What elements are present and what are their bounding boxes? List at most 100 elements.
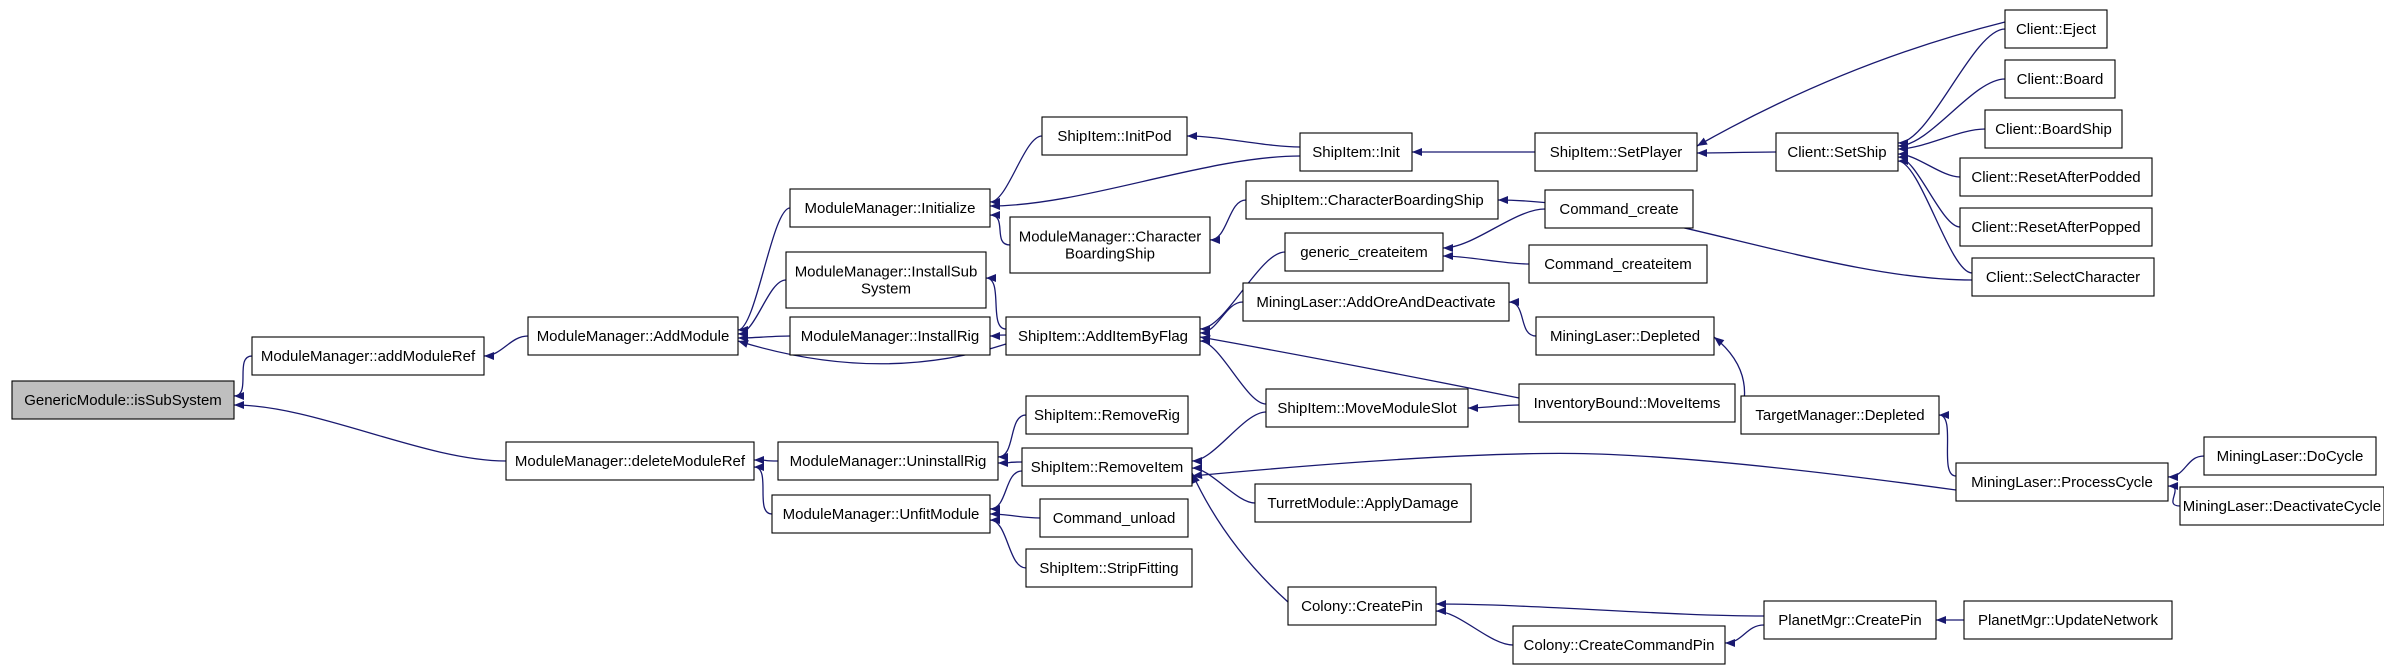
node-box[interactable] <box>2004 59 2116 99</box>
node-TargetDepleted[interactable]: TargetManager::Depleted <box>1740 395 1940 435</box>
node-CommandUnload[interactable]: Command_unload <box>1039 498 1189 538</box>
node-box[interactable] <box>771 494 991 534</box>
node-AddModule[interactable]: ModuleManager::AddModule <box>527 316 739 356</box>
node-ApplyDamage[interactable]: TurretModule::ApplyDamage <box>1254 483 1472 523</box>
node-box[interactable] <box>527 316 739 356</box>
node-box[interactable] <box>251 336 485 376</box>
node-RemoveRig[interactable]: ShipItem::RemoveRig <box>1025 395 1189 435</box>
node-label: ShipItem::RemoveRig <box>1034 407 1180 424</box>
node-box[interactable] <box>1299 132 1413 172</box>
node-RemoveItem[interactable]: ShipItem::RemoveItem <box>1021 447 1193 487</box>
edge-CreateCommandPin-to-ColonyCreatePin <box>1435 607 1514 646</box>
node-SelectCharacter[interactable]: Client::SelectCharacter <box>1971 257 2155 297</box>
node-label: generic_createitem <box>1300 244 1428 261</box>
node-SetShip[interactable]: Client::SetShip <box>1775 132 1899 172</box>
node-box[interactable] <box>1528 244 1708 284</box>
node-UninstallRig[interactable]: ModuleManager::UninstallRig <box>777 441 999 481</box>
node-box[interactable] <box>1775 132 1899 172</box>
edge-PlanetCreatePin-to-ColonyCreatePin <box>1435 600 1765 617</box>
edge-RemoveRig-to-UninstallRig <box>997 414 1027 461</box>
node-label: Colony::CreatePin <box>1301 598 1423 615</box>
node-ResetAfterPodded[interactable]: Client::ResetAfterPodded <box>1959 157 2153 197</box>
node-InitPod[interactable]: ShipItem::InitPod <box>1041 116 1188 156</box>
node-StripFitting[interactable]: ShipItem::StripFitting <box>1025 548 1193 588</box>
node-box[interactable] <box>1039 498 1189 538</box>
node-SetPlayer[interactable]: ShipItem::SetPlayer <box>1534 132 1698 172</box>
node-box[interactable] <box>1534 132 1698 172</box>
node-box[interactable] <box>1245 180 1499 220</box>
node-ProcessCycle[interactable]: MiningLaser::ProcessCycle <box>1955 462 2169 502</box>
edge-CommandCreate-to-GenericCreateitem <box>1442 208 1546 252</box>
node-BoardShip[interactable]: Client::BoardShip <box>1984 109 2123 149</box>
node-label: Client::SetShip <box>1787 144 1886 161</box>
node-DoCycle[interactable]: MiningLaser::DoCycle <box>2203 436 2377 476</box>
node-box[interactable] <box>1544 189 1694 229</box>
node-UnfitModule[interactable]: ModuleManager::UnfitModule <box>771 494 991 534</box>
node-box[interactable] <box>1518 383 1736 423</box>
node-label: ShipItem::StripFitting <box>1039 560 1178 577</box>
node-label: PlanetMgr::UpdateNetwork <box>1978 612 2159 629</box>
node-box[interactable] <box>1984 109 2123 149</box>
edge-AddOreAndDeactivate-to-AddItemByFlag <box>1199 301 1244 337</box>
edge-CommandUnload-to-UnfitModule <box>989 510 1041 519</box>
node-box[interactable] <box>2203 436 2377 476</box>
edge-MiningDepleted-to-AddOreAndDeactivate <box>1508 298 1537 337</box>
node-box[interactable] <box>1254 483 1472 523</box>
node-MoveModuleSlot[interactable]: ShipItem::MoveModuleSlot <box>1265 388 1469 428</box>
node-DeactivateCycle[interactable]: MiningLaser::DeactivateCycle <box>2179 486 2384 526</box>
edge-MMCharacterBoardingShip-to-Initialize <box>989 211 1011 246</box>
node-box[interactable] <box>1041 116 1188 156</box>
node-addModuleRef[interactable]: ModuleManager::addModuleRef <box>251 336 485 376</box>
node-box[interactable] <box>789 188 991 228</box>
node-box[interactable] <box>1009 216 1211 274</box>
node-MiningDepleted[interactable]: MiningLaser::Depleted <box>1535 316 1715 356</box>
node-box[interactable] <box>1740 395 1940 435</box>
node-ShipCharacterBoardingShip[interactable]: ShipItem::CharacterBoardingShip <box>1245 180 1499 220</box>
node-box[interactable] <box>1021 447 1193 487</box>
node-box[interactable] <box>1025 395 1189 435</box>
node-ShipInit[interactable]: ShipItem::Init <box>1299 132 1413 172</box>
node-box[interactable] <box>1763 600 1937 640</box>
node-box[interactable] <box>1963 600 2173 640</box>
node-Board[interactable]: Client::Board <box>2004 59 2116 99</box>
node-box[interactable] <box>1512 625 1726 665</box>
edge-InitPod-to-Initialize <box>989 135 1043 206</box>
node-box[interactable] <box>2179 486 2384 526</box>
node-CreateCommandPin[interactable]: Colony::CreateCommandPin <box>1512 625 1726 665</box>
node-AddItemByFlag[interactable]: ShipItem::AddItemByFlag <box>1005 316 1201 356</box>
node-box[interactable] <box>1959 157 2153 197</box>
node-ColonyCreatePin[interactable]: Colony::CreatePin <box>1287 586 1437 626</box>
node-deleteModuleRef[interactable]: ModuleManager::deleteModuleRef <box>505 441 755 481</box>
node-box[interactable] <box>1025 548 1193 588</box>
node-box[interactable] <box>1959 207 2153 247</box>
node-box[interactable] <box>789 316 991 356</box>
node-box[interactable] <box>505 441 755 481</box>
node-box[interactable] <box>1242 282 1510 322</box>
node-AddOreAndDeactivate[interactable]: MiningLaser::AddOreAndDeactivate <box>1242 282 1510 322</box>
node-CommandCreateitem[interactable]: Command_createitem <box>1528 244 1708 284</box>
node-box[interactable] <box>1265 388 1469 428</box>
node-box[interactable] <box>1284 232 1444 272</box>
node-ResetAfterPopped[interactable]: Client::ResetAfterPopped <box>1959 207 2153 247</box>
node-Initialize[interactable]: ModuleManager::Initialize <box>789 188 991 228</box>
edge-ProcessCycle-to-RemoveItem <box>1191 452 1957 491</box>
node-box[interactable] <box>1535 316 1715 356</box>
node-box[interactable] <box>785 251 987 309</box>
node-InstallRig[interactable]: ModuleManager::InstallRig <box>789 316 991 356</box>
node-box[interactable] <box>1287 586 1437 626</box>
node-PlanetCreatePin[interactable]: PlanetMgr::CreatePin <box>1763 600 1937 640</box>
node-GenericCreateitem[interactable]: generic_createitem <box>1284 232 1444 272</box>
node-UpdateNetwork[interactable]: PlanetMgr::UpdateNetwork <box>1963 600 2173 640</box>
node-box[interactable] <box>1005 316 1201 356</box>
edge-Eject-to-SetPlayer <box>1696 21 2006 147</box>
node-box[interactable] <box>1971 257 2155 297</box>
node-Eject[interactable]: Client::Eject <box>2004 9 2108 49</box>
node-box[interactable] <box>777 441 999 481</box>
node-MoveItems[interactable]: InventoryBound::MoveItems <box>1518 383 1736 423</box>
node-CommandCreate[interactable]: Command_create <box>1544 189 1694 229</box>
edge-StripFitting-to-UnfitModule <box>989 516 1027 569</box>
node-box[interactable] <box>2004 9 2108 49</box>
node-box[interactable] <box>1955 462 2169 502</box>
